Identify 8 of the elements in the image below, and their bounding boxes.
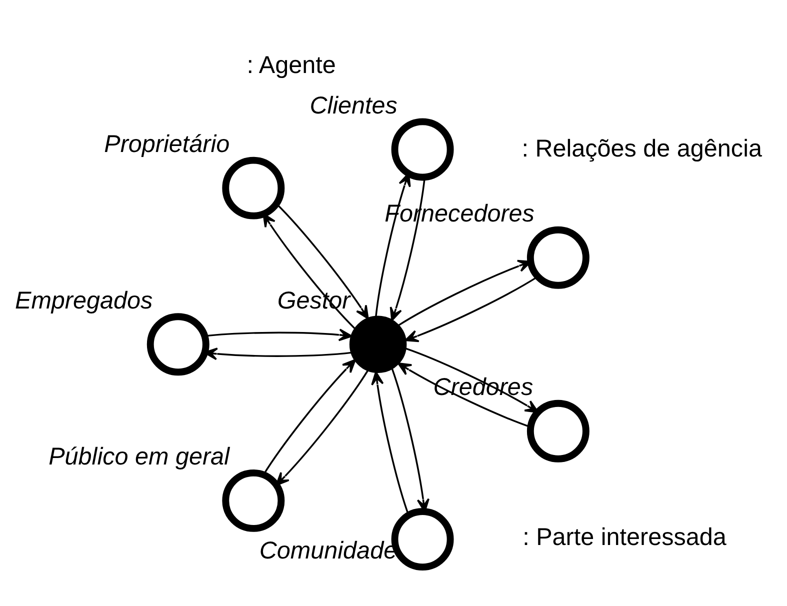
legend-label: : Relações de agência [522, 135, 762, 162]
legend-label: : Agente [246, 52, 336, 80]
node-label: Proprietário [104, 130, 230, 158]
node-label: Público em geral [48, 444, 230, 471]
legend-label: : Parte interessada [522, 524, 726, 552]
node-label: Comunidade [259, 538, 398, 565]
node-label: Clientes [310, 92, 398, 120]
node-label: Empregados [14, 287, 153, 314]
